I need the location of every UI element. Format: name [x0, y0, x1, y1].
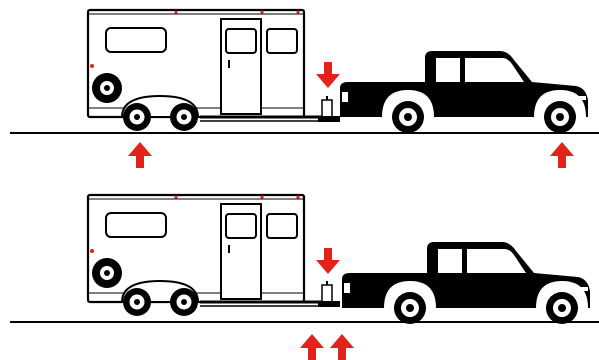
camper-trailer	[86, 193, 342, 318]
bottom-panel	[10, 193, 599, 360]
pickup-truck	[340, 51, 588, 133]
down-arrow	[316, 248, 340, 274]
top-panel	[10, 8, 599, 168]
up-arrow-truck-rear-axle	[550, 142, 574, 168]
up-arrow-hitch-right	[330, 334, 354, 360]
pickup-truck	[342, 242, 590, 324]
down-arrow	[316, 62, 340, 88]
camper-trailer	[86, 8, 342, 133]
up-arrow-trailer-axle	[128, 142, 152, 168]
up-arrow-hitch-left	[300, 334, 324, 360]
